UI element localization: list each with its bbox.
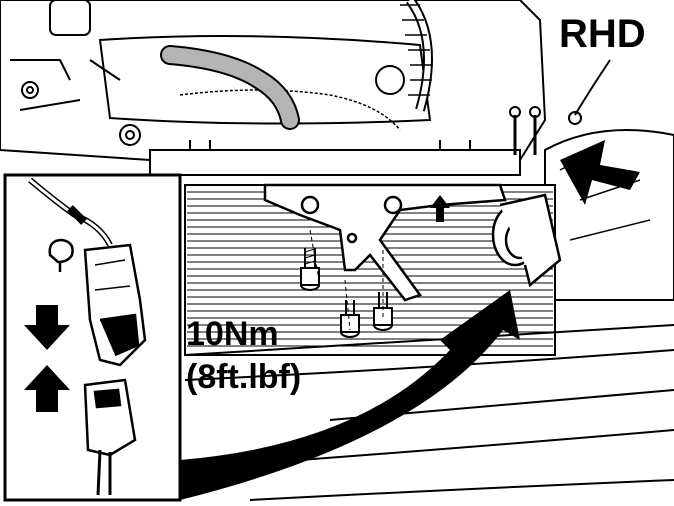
pointer-arrow-icon	[560, 140, 640, 205]
connector-socket-icon	[83, 378, 137, 496]
torque-imperial: (8ft.lbf)	[186, 358, 301, 396]
connector-plug-icon	[48, 238, 147, 367]
horn-unit-icon	[491, 193, 562, 288]
hose-fill	[162, 47, 298, 128]
arrow-up-icon	[24, 365, 70, 412]
mounting-bracket-icon	[263, 183, 507, 302]
direction-arrow-icon	[430, 195, 450, 222]
arrow-down-icon	[24, 305, 70, 350]
region-label: RHD	[559, 12, 646, 56]
bolt-icon	[300, 229, 393, 338]
torque-value: 10Nm	[186, 315, 279, 353]
curved-callout-arrow-icon	[180, 290, 520, 500]
connector-inset	[3, 173, 182, 502]
